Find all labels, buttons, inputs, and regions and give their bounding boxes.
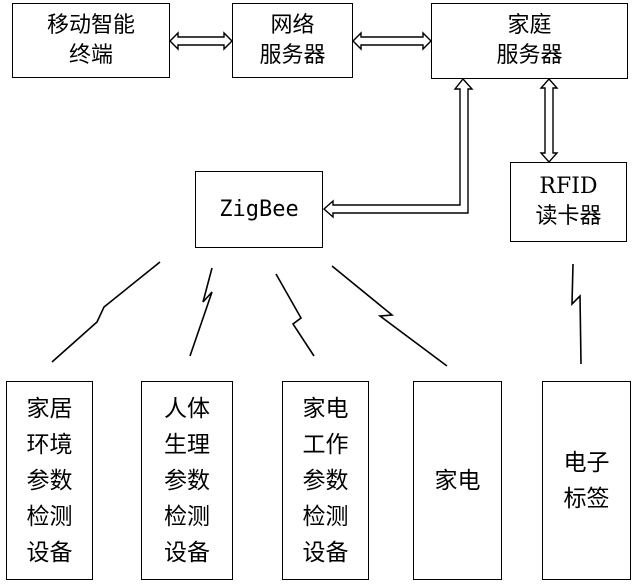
e-tag-box: 电子 标签 [542,381,631,580]
arrow-mobile-network [170,33,232,49]
mobile-terminal-box: 移动智能 终端 [12,3,170,78]
env-devices-label: 家居 环境 参数 检测 设备 [27,391,73,571]
zigbee-box: ZigBee [195,171,323,248]
appliance-label: 家电 [435,463,481,499]
network-server-label: 网络 服务器 [259,11,325,71]
wireless-link-appliance-params [276,274,314,356]
mobile-terminal-label: 移动智能 终端 [47,11,135,71]
wireless-link-appliance [332,266,447,366]
wireless-link-env [52,262,160,362]
home-server-box: 家庭 服务器 [431,3,628,79]
appliance-params-label: 家电 工作 参数 检测 设备 [303,391,349,571]
arrow-home-rfid [541,79,557,162]
network-server-box: 网络 服务器 [232,3,353,78]
wireless-link-etag [572,264,581,364]
arrow-network-home [353,33,431,49]
e-tag-label: 电子 标签 [564,445,610,517]
appliance-box: 家电 [413,381,502,580]
wireless-link-body [190,268,212,356]
appliance-params-box: 家电 工作 参数 检测 设备 [282,381,369,580]
arrow-home-zigbee [324,79,472,217]
home-server-label: 家庭 服务器 [496,11,562,71]
body-devices-box: 人体 生理 参数 检测 设备 [141,381,233,580]
body-devices-label: 人体 生理 参数 检测 设备 [164,391,210,571]
zigbee-label: ZigBee [219,195,298,225]
env-devices-box: 家居 环境 参数 检测 设备 [6,381,93,580]
rfid-reader-label: RFID 读卡器 [535,172,601,232]
rfid-reader-box: RFID 读卡器 [510,162,627,242]
